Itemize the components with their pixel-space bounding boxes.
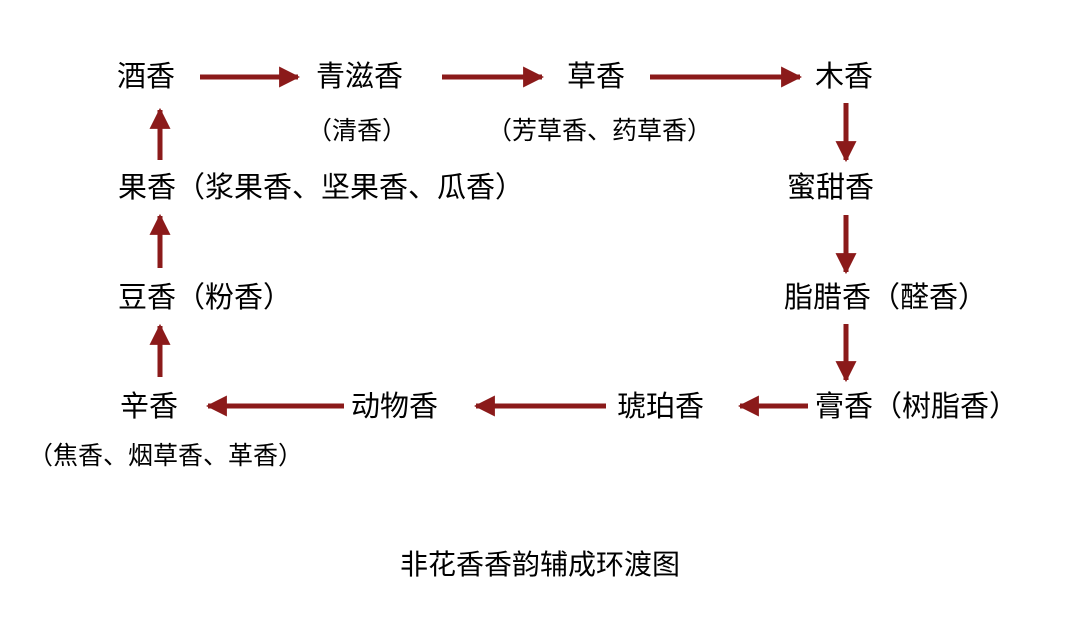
node-zhila: 脂腊香（醛香） xyxy=(784,280,988,314)
node-qingzi: 青滋香 xyxy=(316,59,404,93)
node-hupo: 琥珀香 xyxy=(617,389,705,423)
node-xin: 辛香 xyxy=(120,389,179,423)
node-dou: 豆香（粉香） xyxy=(118,280,293,314)
node-mitian: 蜜甜香 xyxy=(787,170,875,204)
node-mu: 木香 xyxy=(815,59,874,93)
node-qingzi-note: （清香） xyxy=(307,116,408,145)
node-dongwu: 动物香 xyxy=(351,389,439,423)
node-cao-note: （芳草香、药草香） xyxy=(487,116,713,145)
node-xin-note: （焦香、烟草香、革香） xyxy=(28,441,304,470)
node-cao: 草香 xyxy=(567,59,626,93)
node-jiu: 酒香 xyxy=(117,59,176,93)
node-guo: 果香（浆果香、坚果香、瓜香） xyxy=(118,170,525,204)
diagram-caption: 非花香香韵辅成环渡图 xyxy=(399,548,681,581)
node-gao: 膏香（树脂香） xyxy=(815,389,1019,423)
